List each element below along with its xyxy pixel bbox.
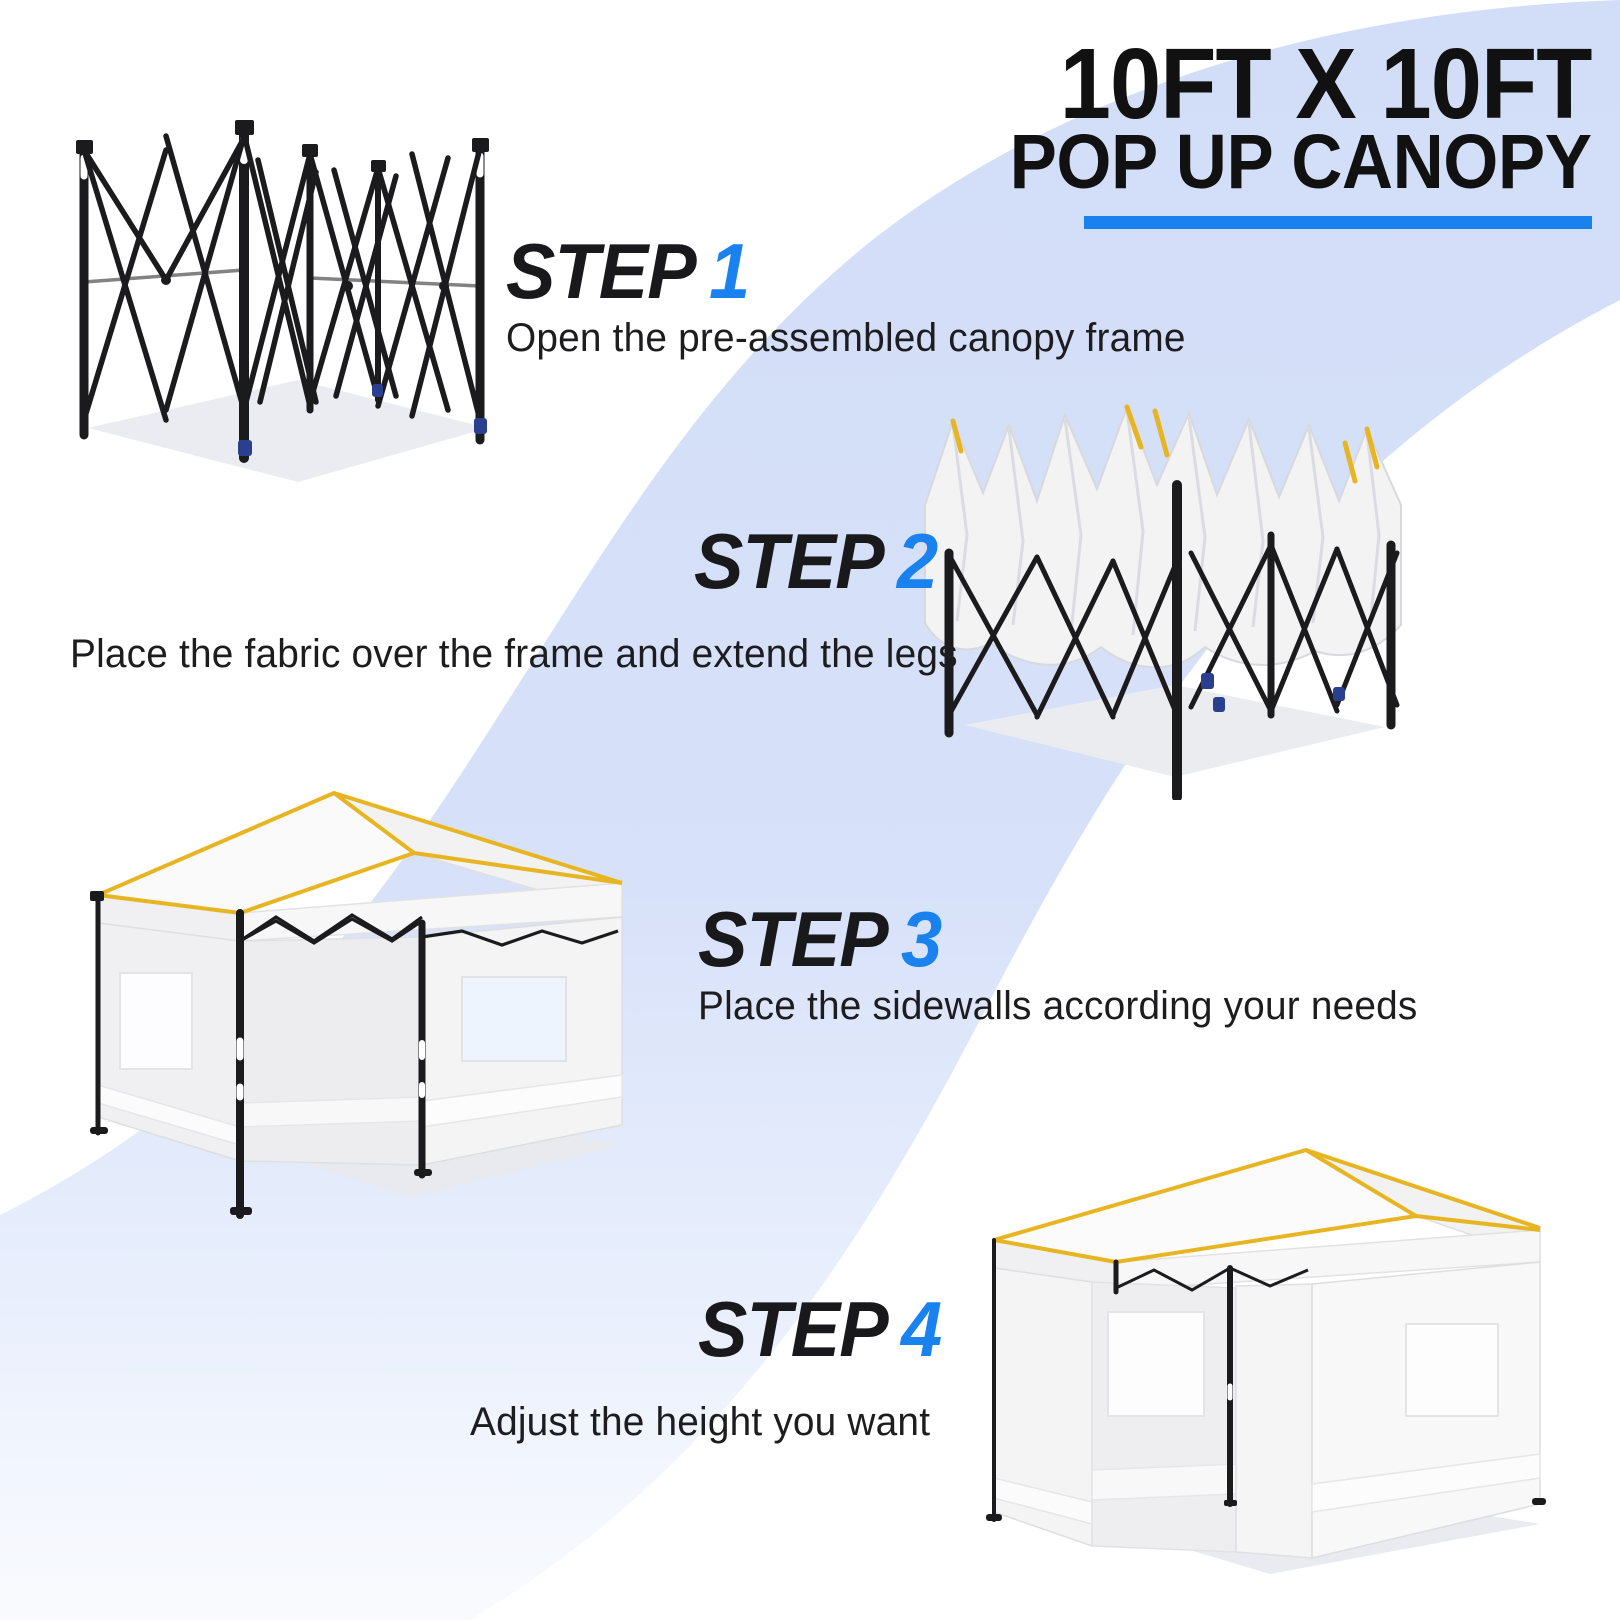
step-2-illustration-fabric-over-frame [924,404,1402,800]
step-4-label: STEP [698,1285,889,1373]
step-2-label: STEP [694,517,885,605]
step-4-illustration-canopy-full-height [986,1148,1546,1574]
step-2-number: 2 [897,517,938,605]
headline-underline-rule [1084,215,1592,229]
headline-line-1: 10FT X 10FT [1060,28,1593,140]
step-3-number: 3 [901,895,942,983]
headline-block: 10FT X 10FT POP UP CANOPY [959,28,1593,229]
step-3-caption: Place the sidewalls according your needs [698,984,1418,1028]
step-3-label: STEP [698,895,889,983]
step-1-number: 1 [709,227,750,315]
step-1-illustration-canopy-frame [76,120,489,482]
step-3-illustration-canopy-with-sidewalls [90,791,623,1219]
step-1-label: STEP [506,227,697,315]
step-2-caption: Place the fabric over the frame and exte… [70,632,958,676]
step-4-caption: Adjust the height you want [470,1400,931,1444]
step-1-caption: Open the pre-assembled canopy frame [506,316,1186,360]
headline-line-2: POP UP CANOPY [1010,119,1592,205]
step-4-number: 4 [901,1285,942,1373]
